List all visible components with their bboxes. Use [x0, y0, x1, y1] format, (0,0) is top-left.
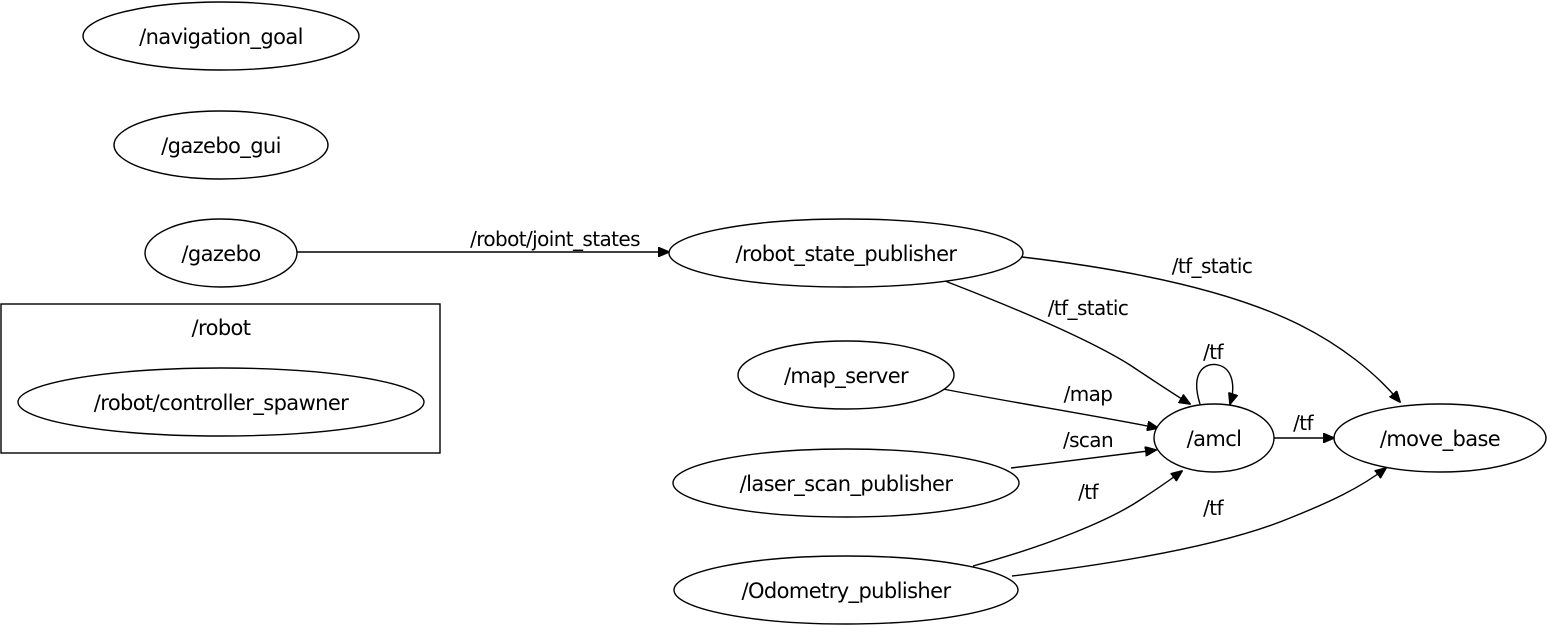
node-label-laser-scan-publisher: /laser_scan_publisher [740, 472, 954, 497]
edge-label-map: /map [1064, 382, 1113, 406]
node-map-server[interactable]: /map_server [737, 340, 955, 410]
edge-map-server-to-amcl[interactable]: /map [942, 382, 1158, 428]
node-label-map-server: /map_server [784, 364, 909, 389]
edge-odometry-to-move-base[interactable]: /tf [1011, 468, 1386, 577]
edge-odometry-to-amcl[interactable]: /tf [972, 471, 1182, 567]
node-laser-scan-publisher[interactable]: /laser_scan_publisher [672, 448, 1020, 518]
cluster-robot-label: /robot [192, 316, 251, 340]
edge-label-joint-states: /robot/joint_states [470, 227, 640, 251]
edge-laser-scan-to-amcl[interactable]: /scan [1010, 428, 1156, 469]
edge-label-tf-static-amcl: /tf_static [1048, 296, 1129, 320]
edge-label-tf-odom-amcl: /tf [1078, 480, 1099, 504]
edge-label-tf-static-movebase: /tf_static [1172, 254, 1253, 278]
node-label-move-base: /move_base [1380, 427, 1500, 452]
node-gazebo[interactable]: /gazebo [144, 218, 298, 288]
edge-label-tf-odom-movebase: /tf [1203, 496, 1224, 520]
node-label-gazebo: /gazebo [181, 242, 260, 266]
node-label-amcl: /amcl [1187, 427, 1242, 451]
node-label-navigation-goal: /navigation_goal [139, 25, 303, 50]
node-gazebo-gui[interactable]: /gazebo_gui [113, 110, 329, 180]
node-label-controller-spawner: /robot/controller_spawner [94, 391, 349, 416]
edges-layer: /robot/joint_states /tf_static /tf_stati… [297, 227, 1400, 577]
edge-amcl-to-move-base[interactable]: /tf [1274, 411, 1334, 438]
node-amcl[interactable]: /amcl [1153, 403, 1275, 473]
node-robot-controller-spawner[interactable]: /robot/controller_spawner [17, 367, 425, 437]
node-label-gazebo-gui: /gazebo_gui [161, 134, 281, 159]
node-odometry-publisher[interactable]: /Odometry_publisher [673, 555, 1019, 625]
edge-label-tf-amcl-loop: /tf [1203, 340, 1224, 364]
edge-gazebo-to-robot-state-publisher[interactable]: /robot/joint_states [297, 227, 669, 252]
node-label-robot-state-publisher: /robot_state_publisher [736, 242, 958, 267]
edge-rsp-to-amcl-tf-static[interactable]: /tf_static [944, 280, 1190, 404]
edge-amcl-self-loop-tf[interactable]: /tf [1196, 340, 1233, 404]
nodes-layer: /navigation_goal /gazebo_gui /gazebo /ro… [17, 1, 1547, 625]
node-navigation-goal[interactable]: /navigation_goal [82, 1, 360, 71]
edge-rsp-to-move-base-tf-static[interactable]: /tf_static [1021, 254, 1400, 402]
node-move-base[interactable]: /move_base [1333, 403, 1547, 473]
edge-label-tf-amcl-movebase: /tf [1293, 411, 1314, 435]
edge-label-scan: /scan [1063, 428, 1113, 452]
node-label-odometry-publisher: /Odometry_publisher [742, 579, 952, 604]
node-robot-state-publisher[interactable]: /robot_state_publisher [668, 218, 1024, 288]
